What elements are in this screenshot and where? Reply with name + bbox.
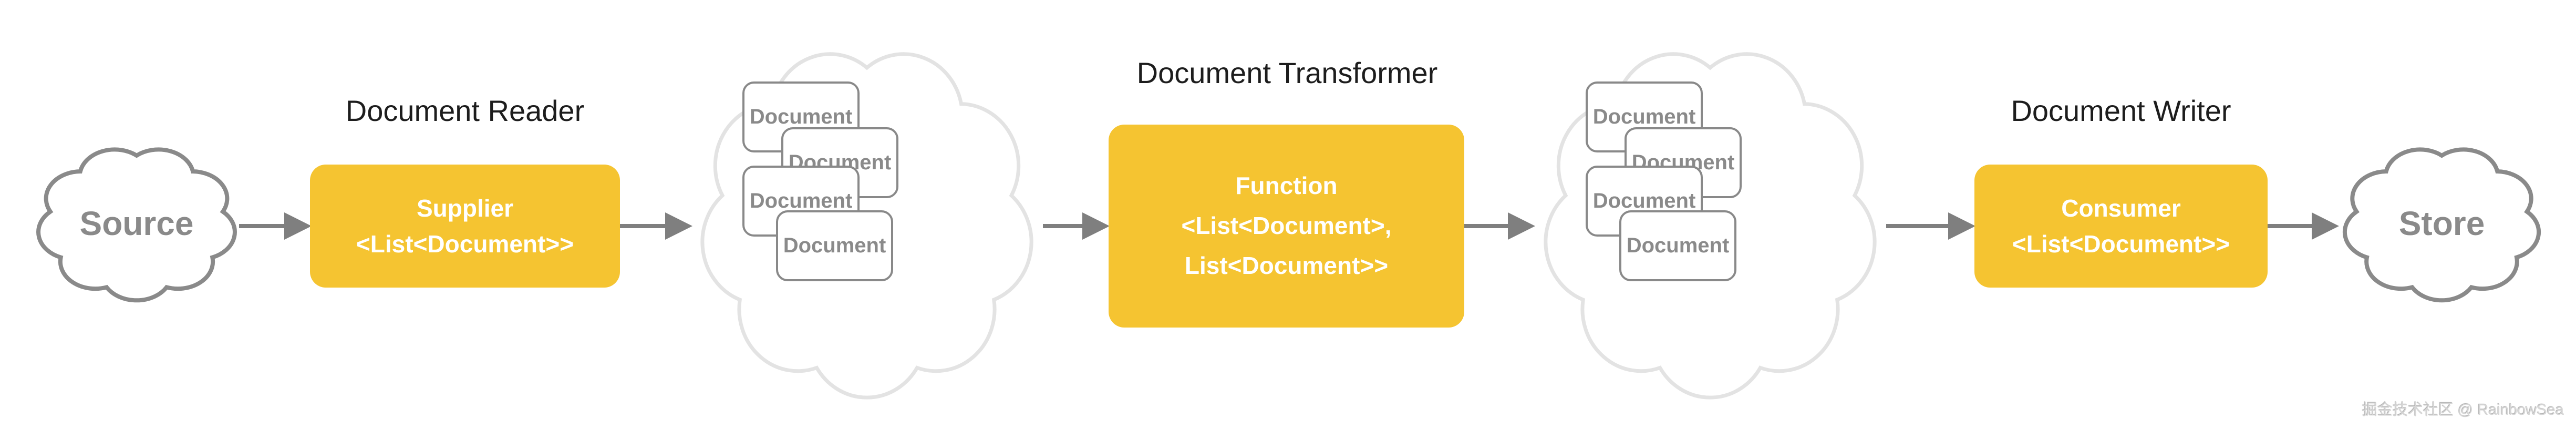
- consumer-box-name: Consumer: [2061, 194, 2181, 222]
- documents-cloud-1: Document Document Document Document: [691, 37, 1043, 408]
- consumer-box: Consumer <List<Document>>: [1974, 165, 2268, 288]
- function-box-type1: <List<Document>,: [1181, 212, 1392, 240]
- function-box-type2: List<Document>>: [1184, 251, 1389, 279]
- supplier-box-type: <List<Document>>: [356, 230, 574, 258]
- document-card: Document: [1619, 210, 1736, 281]
- flow-arrow-icon: [1043, 212, 1110, 240]
- store-label: Store: [2398, 205, 2485, 242]
- flow-arrow-icon: [2268, 212, 2339, 240]
- flow-arrow-icon: [1886, 212, 1975, 240]
- flow-arrow-icon: [239, 212, 312, 240]
- flow-arrow-icon: [1464, 212, 1535, 240]
- store-cloud: Store: [2338, 142, 2546, 305]
- document-card: Document: [1625, 127, 1742, 198]
- consumer-box-type: <List<Document>>: [2012, 230, 2230, 258]
- watermark: 掘金技术社区 @ RainbowSea: [2362, 402, 2564, 418]
- writer-title: Document Writer: [2011, 94, 2231, 127]
- document-card: Document: [776, 210, 893, 281]
- transformer-title: Document Transformer: [1136, 56, 1438, 89]
- documents-cloud-2: Document Document Document Document: [1534, 37, 1886, 408]
- function-box-name: Function: [1235, 172, 1338, 200]
- supplier-box: Supplier <List<Document>>: [310, 165, 620, 288]
- reader-title: Document Reader: [345, 94, 585, 127]
- supplier-box-name: Supplier: [416, 194, 514, 222]
- function-box: Function <List<Document>, List<Document>…: [1109, 125, 1464, 328]
- source-cloud: Source: [32, 142, 242, 305]
- flow-arrow-icon: [620, 212, 692, 240]
- source-label: Source: [79, 205, 194, 242]
